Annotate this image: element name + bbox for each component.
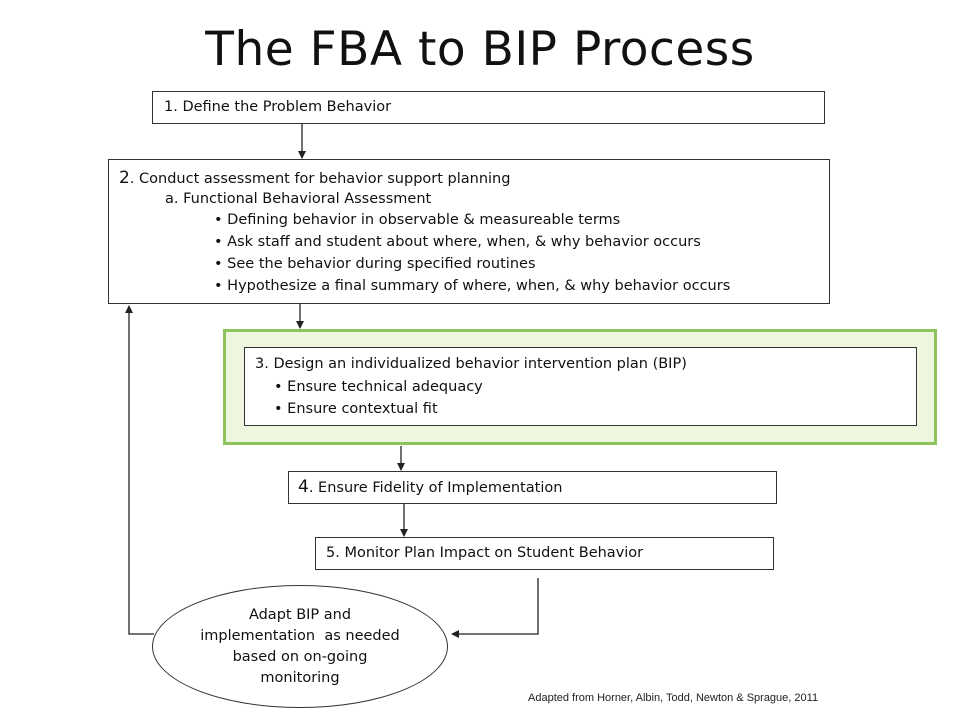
step-3-bullet: Ensure technical adequacy [274,376,483,398]
step-2-bullet: See the behavior during specified routin… [214,253,730,275]
step-2-bullets: Defining behavior in observable & measur… [214,209,730,297]
step-2-bullet: Ask staff and student about where, when,… [214,231,730,253]
diagram-title: The FBA to BIP Process [205,22,755,77]
step-5-label: 5. Monitor Plan Impact on Student Behavi… [326,545,644,561]
adapt-ellipse: Adapt BIP and implementation as needed b… [152,585,448,708]
step-1-label: 1. Define the Problem Behavior [164,99,392,115]
step-3-bullets: Ensure technical adequacy Ensure context… [274,376,483,420]
step-2-box: 2. Conduct assessment for behavior suppo… [108,159,830,304]
step-2-number: 2 [119,168,130,188]
step-4-label: . Ensure Fidelity of Implementation [308,480,563,496]
arrow-step5-to-adapt [451,578,539,638]
adapt-line: Adapt BIP and [248,606,352,623]
adapt-text: Adapt BIP and implementation as needed b… [200,605,400,689]
step-5-box: 5. Monitor Plan Impact on Student Behavi… [315,537,774,570]
step-2-label: . Conduct assessment for behavior suppor… [129,171,511,187]
step-2-sub: a. Functional Behavioral Assessment [165,191,432,207]
step-2-heading: 2. Conduct assessment for behavior suppo… [119,167,510,190]
step-2-bullet: Hypothesize a final summary of where, wh… [214,275,730,297]
step-4-heading: 4. Ensure Fidelity of Implementation [298,476,562,499]
step-3-bullet: Ensure contextual fit [274,398,483,420]
adapt-line: implementation as needed [200,627,400,644]
step-3-box: 3. Design an individualized behavior int… [244,347,917,426]
step-4-number: 4 [298,477,309,497]
step-3-label: 3. Design an individualized behavior int… [255,356,687,372]
step-4-box: 4. Ensure Fidelity of Implementation [288,471,777,504]
step-2-bullet: Defining behavior in observable & measur… [214,209,730,231]
arrow-adapt-to-step2 [125,305,154,635]
adapt-line: monitoring [260,669,340,686]
credit-text: Adapted from Horner, Albin, Todd, Newton… [528,692,819,704]
adapt-line: based on on-going [232,648,368,665]
step-1-box: 1. Define the Problem Behavior [152,91,825,124]
